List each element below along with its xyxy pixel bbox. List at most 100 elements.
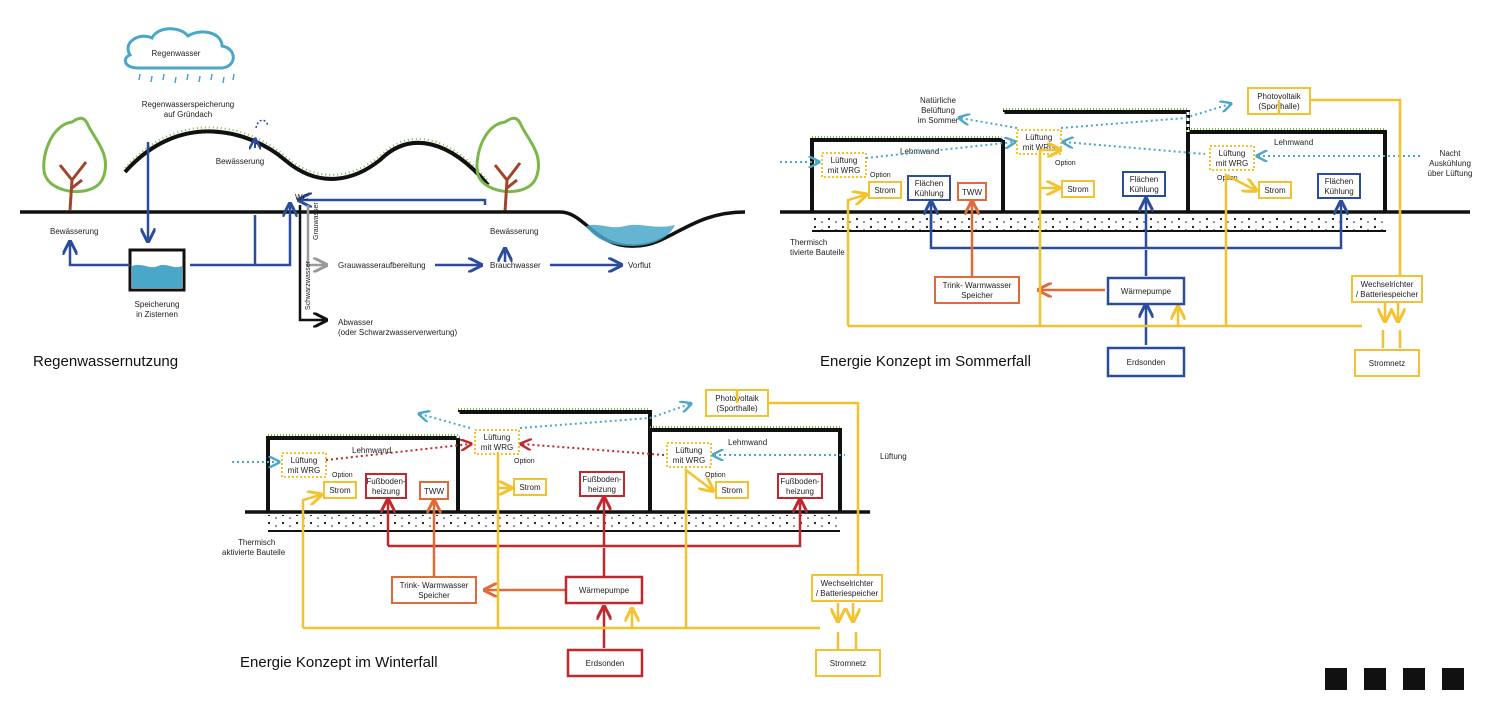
rainwater-diagram: Regenwasser Regenwasserspeicherung auf G… <box>20 27 746 370</box>
winter-strom-box-2 <box>513 478 547 496</box>
summer-strom-2: Strom <box>1067 185 1089 194</box>
summer-building-right <box>1188 130 1387 212</box>
ground-line <box>20 210 746 248</box>
summer-night-3: über Lüftung <box>1428 169 1473 178</box>
tree-left-icon <box>42 116 107 211</box>
summer-diagram: Lehmwand Lehmwand Natürliche Belüftung i… <box>780 87 1473 378</box>
winter-lehmwand-left: Lehmwand <box>352 446 391 455</box>
pond-icon <box>586 224 675 246</box>
winter-option-right: Option <box>705 472 726 479</box>
summer-strom-box-2 <box>1061 180 1095 198</box>
summer-cooling-2b: Kühlung <box>1129 185 1158 194</box>
page-squares <box>1325 668 1464 690</box>
summer-strom-1: Strom <box>874 186 896 195</box>
summer-storage-box <box>934 276 1020 304</box>
summer-ground: Erdsonden <box>1127 358 1166 367</box>
summer-vent-right-1: Lüftung <box>1219 149 1246 158</box>
winter-vent-right-2: mit WRG <box>673 456 705 465</box>
waste-label-2: (oder Schwarzwasserverwertung) <box>338 328 457 337</box>
grey-treatment-label: Grauwasseraufbereitung <box>338 261 426 270</box>
rain-drops-icon <box>138 73 235 84</box>
summer-vent-box-left <box>821 152 867 178</box>
winter-grid-box <box>815 649 881 677</box>
blackwater-label: Schwarzwasser <box>305 260 312 310</box>
winter-title: Energie Konzept im Winterfall <box>240 654 438 671</box>
winter-vent-right-1: Lüftung <box>676 446 703 455</box>
winter-option-left: Option <box>332 472 353 479</box>
cloud-label: Regenwasser <box>152 49 201 58</box>
summer-lehmwand-right: Lehmwand <box>1274 138 1313 147</box>
summer-building-left <box>810 138 1005 212</box>
winter-building-middle <box>458 410 652 512</box>
winter-grid: Stromnetz <box>830 659 866 668</box>
summer-ground-band <box>812 215 1386 230</box>
summer-vent-left-1: Lüftung <box>831 156 858 165</box>
winter-vent-left-1: Lüftung <box>291 456 318 465</box>
summer-storage-2: Speicher <box>961 291 993 300</box>
winter-vent-box-right <box>666 442 712 468</box>
winter-floor-2a: Fußboden- <box>582 475 621 484</box>
summer-natural-1: Natürliche <box>920 96 957 105</box>
summer-cooling-1b: Kühlung <box>914 189 943 198</box>
winter-strom-2: Strom <box>519 483 541 492</box>
summer-cooling-3a: Flächen <box>1325 177 1353 186</box>
waste-label-1: Abwasser <box>338 318 373 327</box>
winter-strom-3: Strom <box>721 486 743 495</box>
winter-vent-left-2: mit WRG <box>288 466 320 475</box>
cloud-icon <box>123 27 235 70</box>
service-water-label: Brauchwasser <box>490 261 541 270</box>
summer-cooling-1a: Flächen <box>915 179 943 188</box>
summer-vent-right-2: mit WRG <box>1216 159 1248 168</box>
winter-inverter-2: / Batteriespeicher <box>816 589 879 598</box>
winter-vent-mid-2: mit WRG <box>481 443 513 452</box>
winter-building-right <box>650 428 842 512</box>
summer-cooling-box-2 <box>1122 171 1166 197</box>
winter-ground: Erdsonden <box>586 659 625 668</box>
cistern-icon <box>128 248 186 292</box>
winter-floor-1a: Fußboden- <box>366 477 405 486</box>
summer-cooling-2a: Flächen <box>1130 175 1158 184</box>
greywater-label: Grauwasser <box>313 202 320 240</box>
summer-inverter-1: Wechselrichter <box>1361 280 1414 289</box>
summer-natural-2: Belüftung <box>921 106 955 115</box>
summer-thermal-2: tivierte Bauteile <box>790 248 845 257</box>
winter-pv-2: (Sporthalle) <box>716 404 758 413</box>
summer-option-mid: Option <box>1055 160 1076 167</box>
green-roof-hills <box>123 129 490 187</box>
summer-option-left: Option <box>870 172 891 179</box>
summer-strom-3: Strom <box>1264 186 1286 195</box>
winter-heatpump: Wärmepumpe <box>579 586 630 595</box>
winter-ground-box <box>566 648 644 678</box>
winter-tww: TWW <box>424 487 444 496</box>
summer-grid: Stromnetz <box>1369 359 1405 368</box>
summer-heatpump: Wärmepumpe <box>1121 287 1172 296</box>
outflow-label: Vorflut <box>628 261 651 270</box>
summer-cooling-box-3 <box>1317 173 1361 199</box>
summer-title: Energie Konzept im Sommerfall <box>820 353 1031 370</box>
roof-storage-label-1: Regenwasserspeicherung <box>142 100 235 109</box>
summer-vent-left-2: mit WRG <box>828 166 860 175</box>
rain-title: Regenwassernutzung <box>33 353 178 370</box>
roof-storage-label-2: auf Gründach <box>164 110 212 119</box>
winter-vent-box-left <box>281 452 327 478</box>
summer-thermal-1: Thermisch <box>790 238 827 247</box>
winter-floor-3a: Fußboden- <box>780 477 819 486</box>
left-irrigation-label: Bewässerung <box>50 227 98 236</box>
winter-floor-3b: heizung <box>786 487 814 496</box>
winter-option-mid: Option <box>514 458 535 465</box>
summer-inverter-box <box>1351 275 1423 303</box>
winter-heatpump-box <box>564 575 644 605</box>
winter-lehmwand-right: Lehmwand <box>728 438 767 447</box>
summer-cooling-3b: Kühlung <box>1324 187 1353 196</box>
roof-irrigation-label: Bewässerung <box>216 157 264 166</box>
winter-building-left <box>266 436 460 512</box>
summer-ground-box <box>1106 346 1186 378</box>
cistern-label-2: in Zisternen <box>136 310 178 319</box>
winter-storage-box <box>391 576 477 604</box>
summer-night-1: Nacht <box>1440 149 1462 158</box>
cistern-label-1: Speicherung <box>135 300 180 309</box>
summer-storage-1: Trink- Warmwasser <box>943 281 1012 290</box>
winter-diagram: Lehmwand Lehmwand Lüftung mit WRG Option… <box>222 389 907 678</box>
summer-natural-3: im Sommer <box>918 116 959 125</box>
